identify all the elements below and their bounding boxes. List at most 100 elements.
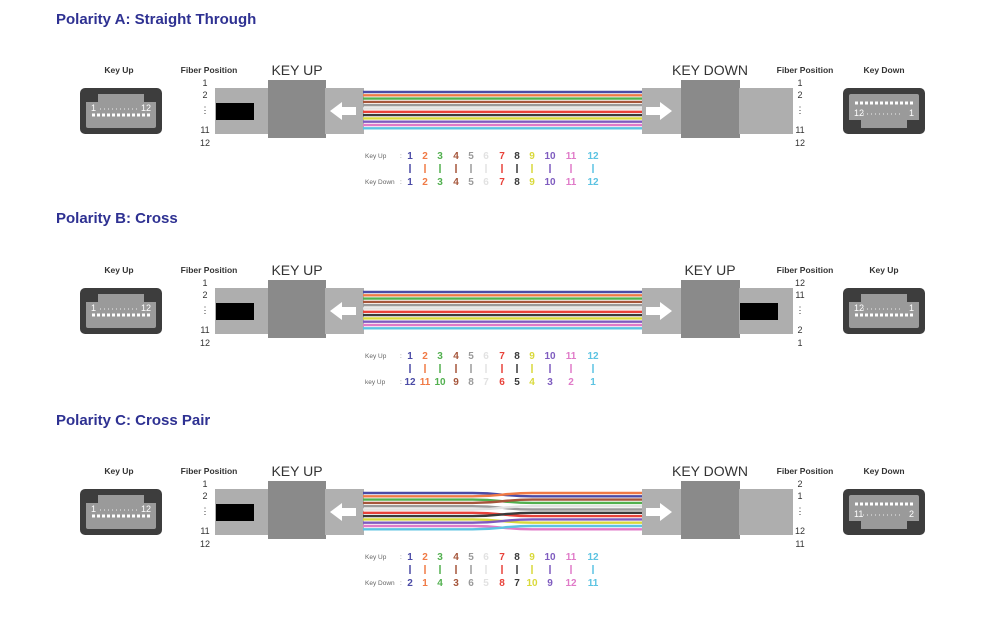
fiber-position-number: 2 [202,491,207,501]
fiber-dot [880,502,883,506]
fiber-position-number: ⋮ [796,305,805,315]
mapping-top-number: 10 [544,351,556,362]
fiber-dot [117,113,120,117]
fiber-position-number: ⋮ [796,506,805,516]
mapping-top-number: 2 [422,351,428,362]
fiber-dot [905,502,908,506]
fiber-dot [895,313,898,317]
fiber-dot [885,313,888,317]
fiber-dot [855,502,858,506]
fiber-dot [102,514,105,518]
fiber-dot [147,313,150,317]
mapping-bottom-number: 11 [566,177,577,188]
fiber-dot [855,313,858,317]
fiber-position-number: ⋮ [201,105,210,115]
fiber-dot [890,101,893,105]
mapping-bottom-number: 9 [529,177,535,188]
fiber-ribbon [363,290,642,330]
mapping-top-number: 11 [566,351,577,362]
section-title: Polarity B: Cross [56,210,178,227]
fiber-dot [92,113,95,117]
fiber-dot [905,313,908,317]
fiber-dot [107,514,110,518]
mapping-bottom-number: 12 [404,377,416,388]
fiber-dot [870,502,873,506]
right-fiber-position-label: Fiber Position [777,65,834,75]
fiber-dot [112,514,115,518]
mapping-bottom-number: 7 [483,377,489,388]
svg-text::: : [400,153,402,160]
fiber-dot [92,313,95,317]
fiber-dot [910,313,913,317]
fiber-dot [875,313,878,317]
connector-number-right: 1 [909,108,914,118]
mapping-top-number: 4 [453,552,459,563]
arrow-left-icon [330,302,356,320]
connector-number-right: 12 [141,303,151,313]
left-boot [268,481,326,539]
mapping-bottom-number: 2 [422,177,428,188]
mapping-bottom-number: 12 [565,578,577,589]
right-ferrule [739,489,793,535]
fiber-dot [910,502,913,506]
fiber-dot [860,502,863,506]
fiber-dot [117,313,120,317]
mapping-top-number: 2 [422,552,428,563]
fiber-dot [870,101,873,105]
fiber-position-number: 12 [200,539,210,549]
mapping-top-number: 11 [566,552,577,563]
fiber-position-number: 12 [795,138,805,148]
mapping-bottom-label: Key Down [365,580,395,587]
fiber-dot [92,514,95,518]
fiber-dot [870,313,873,317]
mapping-top-number: 3 [437,151,443,162]
connector-number-left: 1 [91,504,96,514]
fiber-position-number: 1 [797,491,802,501]
mapping-top-number: 5 [468,351,474,362]
mapping-bottom-number: 8 [468,377,474,388]
fiber-dot [142,313,145,317]
fiber-position-number: 1 [797,78,802,88]
fiber-dot [885,502,888,506]
fiber-position-number: ⋮ [796,105,805,115]
fiber-dot [112,113,115,117]
mapping-bottom-number: 5 [468,177,474,188]
fiber-dot [905,101,908,105]
mapping-top-number: 5 [468,552,474,563]
connector-number-right: 2 [909,509,914,519]
arrow-right-icon [646,102,672,120]
fiber-dot [132,313,135,317]
mapping-bottom-number: 6 [483,177,489,188]
arrow-left-icon [330,503,356,521]
left-connector-label: Key Up [104,466,133,476]
mapping-top-label: Key Up [365,353,387,360]
mapping-bottom-number: 2 [568,377,574,388]
fiber-dot [137,514,140,518]
mapping-top-label: Key Up [365,153,387,160]
fiber-dot [865,101,868,105]
fiber-position-number: ⋮ [201,506,210,516]
fiber-dot [117,514,120,518]
fiber-line [363,491,642,498]
mapping-top-number: 9 [529,151,535,162]
fiber-line [363,518,642,524]
mapping-bottom-number: 10 [434,377,446,388]
mapping-bottom-number: 8 [499,578,505,589]
mapping-bottom-number: 5 [514,377,520,388]
mapping-bottom-number: 4 [437,578,443,589]
fiber-dot [890,313,893,317]
fiber-position-number: 12 [200,138,210,148]
fiber-dot [900,502,903,506]
fiber-dot [895,101,898,105]
mapping-bottom-number: 5 [483,578,489,589]
mapping-bottom-number: 10 [526,578,538,589]
fiber-dot [142,113,145,117]
fiber-position-number: 2 [797,479,802,489]
mapping-bottom-number: 8 [514,177,520,188]
mapping-bottom-label: key Up [365,379,386,386]
mapping-bottom-number: 7 [514,578,520,589]
fiber-dot [122,113,125,117]
